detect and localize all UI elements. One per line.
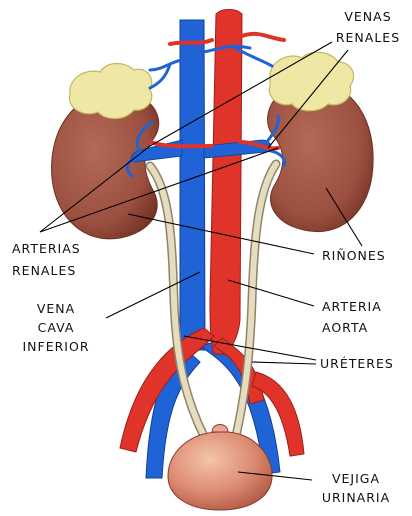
leader-arteria-aorta [228,280,314,306]
label-arterias-renales: ARTERIAS RENALES [12,240,81,279]
label-rinones: RIÑONES [322,247,386,264]
leader-ureteres-right [252,362,316,364]
label-venas-renales: VENAS RENALES [326,8,410,46]
label-arteria-aorta: ARTERIA AORTA [322,298,382,336]
left-adrenal-gland [69,64,151,119]
label-vejiga-urinaria: VEJIGA URINARIA [308,470,404,506]
bladder-apex [212,425,228,433]
label-ureteres: URÉTERES [320,355,394,372]
vejiga-urinaria-organ [168,432,272,510]
label-vena-cava-inferior: VENA CAVA INFERIOR [10,300,102,355]
right-adrenal-gland [269,52,353,111]
